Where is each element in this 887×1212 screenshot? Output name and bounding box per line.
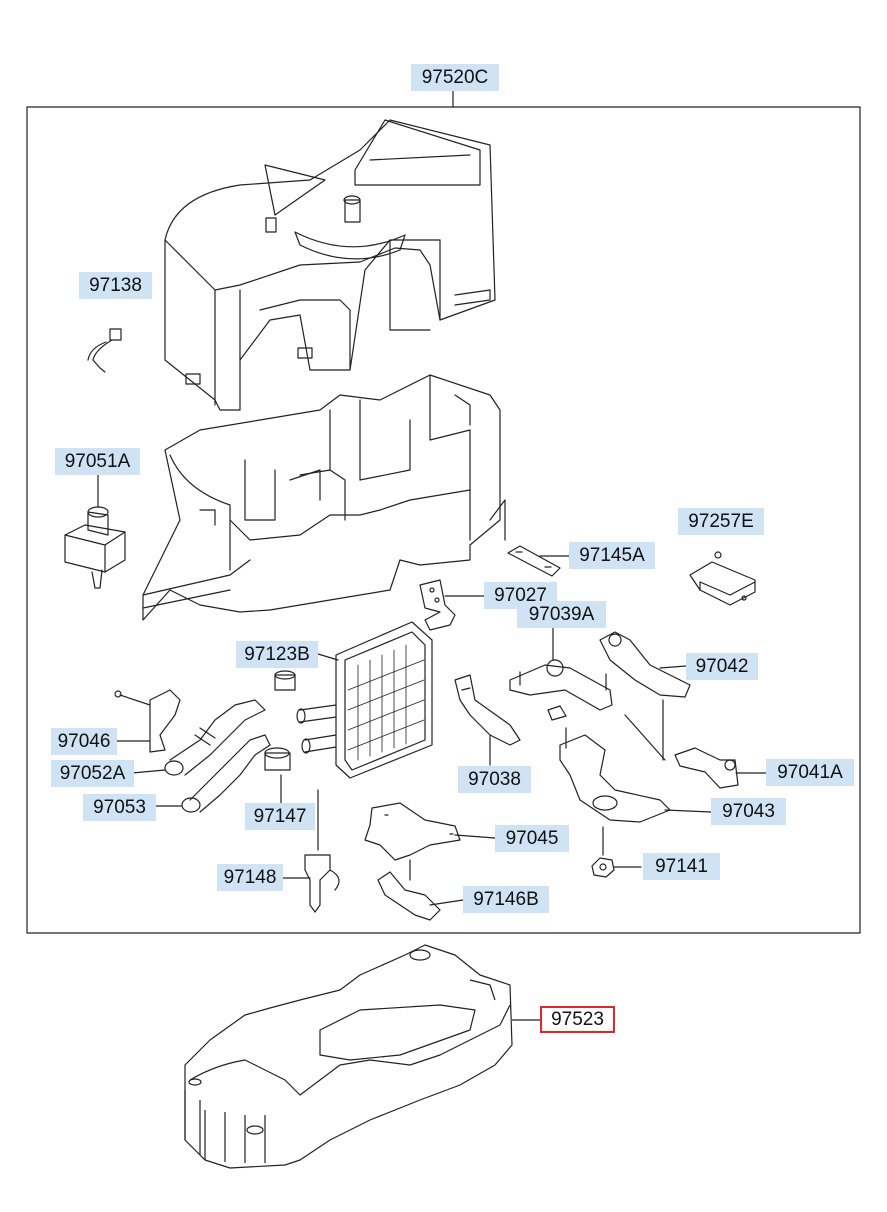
lever-97038-drawing bbox=[454, 674, 521, 746]
actuator-97051A-drawing bbox=[64, 492, 126, 589]
callout-97141[interactable]: 97141 bbox=[643, 853, 720, 880]
callout-97038[interactable]: 97038 bbox=[458, 766, 531, 793]
callout-97520C[interactable]: 97520C bbox=[411, 64, 499, 91]
assembly-frame bbox=[26, 106, 861, 934]
part-97148-drawing bbox=[304, 789, 340, 913]
callout-97043[interactable]: 97043 bbox=[711, 798, 786, 825]
module-97257E-drawing bbox=[689, 551, 756, 606]
sensor-97138-drawing bbox=[87, 328, 122, 373]
heater-core-97123B-drawing bbox=[296, 621, 433, 779]
callout-97052A[interactable]: 97052A bbox=[51, 760, 134, 787]
lower-housing-drawing bbox=[142, 374, 506, 621]
callout-97146B[interactable]: 97146B bbox=[463, 886, 549, 913]
callout-97039A[interactable]: 97039A bbox=[517, 601, 606, 628]
callout-97046[interactable]: 97046 bbox=[51, 728, 117, 755]
hoses-drawing bbox=[114, 689, 271, 813]
callout-97123B[interactable]: 97123B bbox=[236, 641, 318, 668]
clamp-97146B-drawing bbox=[377, 859, 441, 921]
callout-97138[interactable]: 97138 bbox=[79, 272, 152, 299]
callout-97523[interactable]: 97523 bbox=[540, 1006, 615, 1033]
leader-lines bbox=[97, 474, 767, 906]
callout-97042[interactable]: 97042 bbox=[686, 653, 758, 680]
callout-97051A[interactable]: 97051A bbox=[55, 448, 140, 475]
callout-97145A[interactable]: 97145A bbox=[569, 542, 655, 569]
bracket-97045-drawing bbox=[364, 802, 461, 861]
nut-97141-drawing bbox=[591, 826, 615, 878]
upper-housing-drawing bbox=[164, 119, 496, 411]
callout-97041A[interactable]: 97041A bbox=[766, 759, 854, 786]
bracket-97027-drawing bbox=[419, 579, 456, 631]
callout-97147[interactable]: 97147 bbox=[245, 803, 315, 830]
callout-97053[interactable]: 97053 bbox=[83, 794, 156, 821]
lower-case-97523-drawing bbox=[184, 944, 540, 1169]
callout-97045[interactable]: 97045 bbox=[495, 825, 569, 852]
callout-97257E[interactable]: 97257E bbox=[678, 508, 764, 535]
callout-97148[interactable]: 97148 bbox=[217, 864, 283, 891]
plug-97147-drawing bbox=[264, 670, 296, 771]
bracket-97145A-drawing bbox=[507, 545, 561, 577]
